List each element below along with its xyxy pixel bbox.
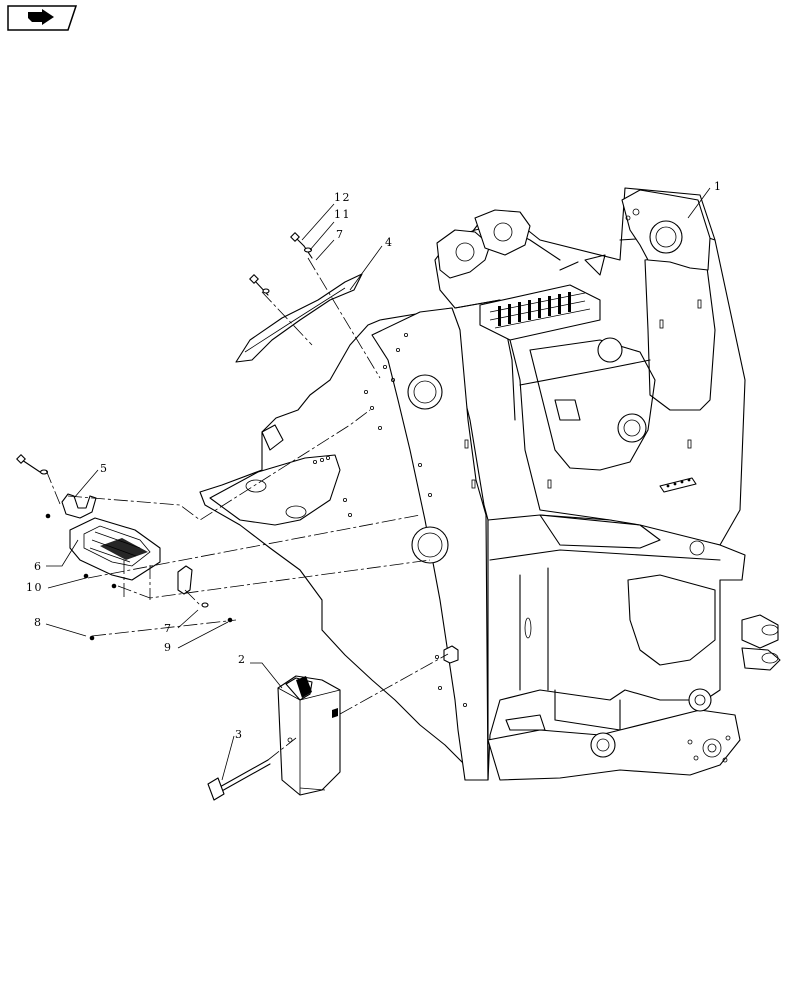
- callout-1: 1: [714, 180, 723, 193]
- callout-11: 11: [334, 208, 351, 221]
- callout-8: 8: [34, 616, 43, 629]
- part-3-pin: [207, 759, 271, 801]
- part-6-step: [69, 517, 161, 581]
- callout-9: 9: [164, 641, 173, 654]
- callout-3: 3: [235, 728, 244, 741]
- callout-leaders: [45, 187, 711, 781]
- part-5-bracket: [61, 493, 193, 595]
- part-bolts-step: [16, 454, 233, 641]
- part-2-holder: [277, 675, 341, 796]
- part-11-washer: [303, 247, 313, 253]
- main-frame-drawing: [199, 187, 781, 781]
- part-4-shield: [235, 273, 363, 363]
- part-12-bolt: [290, 232, 313, 259]
- centerlines: [45, 257, 449, 761]
- part-7-bolt-top: [249, 274, 270, 296]
- callout-7-bottom: 7: [164, 622, 173, 635]
- callout-10: 10: [26, 581, 43, 594]
- callout-4: 4: [385, 236, 394, 249]
- callout-6: 6: [34, 560, 43, 573]
- callout-12: 12: [334, 191, 351, 204]
- callout-7-top: 7: [336, 228, 345, 241]
- callout-5: 5: [100, 462, 109, 475]
- callout-2: 2: [238, 653, 247, 666]
- next-page-button[interactable]: [6, 4, 78, 32]
- next-page-arrow-icon: [7, 5, 78, 31]
